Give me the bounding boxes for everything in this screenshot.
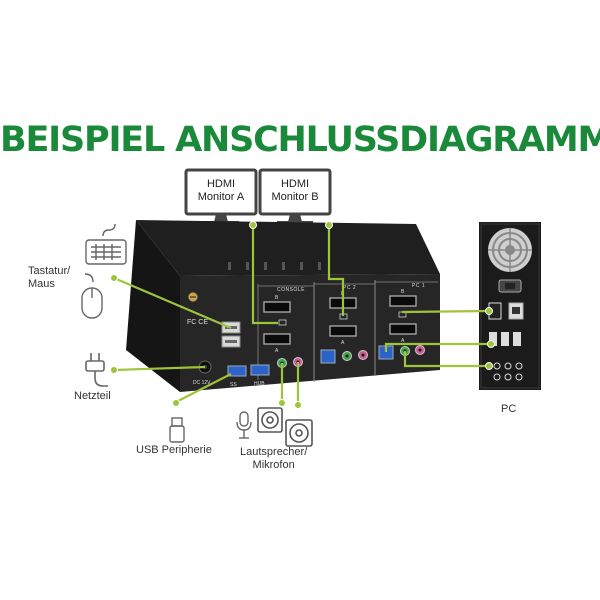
connector-lines bbox=[113, 225, 491, 404]
usb-label: USB Peripherie bbox=[136, 444, 212, 456]
kvm-switch: CONSOLE PC 2 PC 1 FC CE DC 12V SS HUB B … bbox=[126, 220, 440, 392]
audio-line1: Lautsprecher/ bbox=[240, 446, 308, 458]
mouse-icon bbox=[81, 273, 103, 319]
svg-text:FC CE: FC CE bbox=[187, 319, 208, 326]
pc-label: PC bbox=[501, 403, 517, 415]
usb-stick-icon bbox=[169, 417, 185, 443]
speaker-icon bbox=[257, 407, 313, 447]
audio-label: Lautsprecher/ Mikrofon bbox=[240, 446, 307, 472]
keyboard-mouse-line2: Maus bbox=[28, 278, 55, 290]
microphone-icon bbox=[236, 411, 252, 439]
keyboard-icon bbox=[85, 223, 127, 265]
console-port-a-label: A bbox=[275, 348, 279, 354]
power-label: Netzteil bbox=[74, 390, 111, 402]
console-port-b-label: B bbox=[275, 295, 279, 301]
monitor-a-line1: HDMI bbox=[206, 178, 236, 190]
monitor-b-line2: Monitor B bbox=[271, 191, 319, 203]
ss-label: SS bbox=[230, 382, 237, 388]
monitor-b-label: HDMI Monitor B bbox=[262, 178, 328, 204]
pc1-port-b-label: B bbox=[401, 289, 405, 295]
monitor-a-line2: Monitor A bbox=[197, 191, 245, 203]
pc2-section-label: PC 2 bbox=[343, 285, 356, 291]
dc-label: DC 12V bbox=[193, 380, 211, 386]
diagram-title: BEISPIEL ANSCHLUSSDIAGRAMM bbox=[0, 120, 600, 160]
console-section-label: CONSOLE bbox=[277, 287, 305, 293]
keyboard-mouse-line1: Tastatur/ bbox=[28, 265, 71, 277]
hub-label: HUB bbox=[254, 381, 265, 387]
pc-tower-icon bbox=[479, 222, 541, 390]
audio-line2: Mikrofon bbox=[252, 459, 295, 471]
connector-dots bbox=[110, 221, 495, 409]
pc2-port-a-label: A bbox=[341, 340, 345, 346]
pc1-port-a-label: A bbox=[401, 338, 405, 344]
monitor-b-line1: HDMI bbox=[280, 178, 310, 190]
pc1-section-label: PC 1 bbox=[412, 283, 425, 289]
power-plug-icon bbox=[85, 353, 108, 387]
monitor-a-label: HDMI Monitor A bbox=[188, 178, 254, 204]
keyboard-mouse-label: Tastatur/ Maus bbox=[28, 265, 70, 291]
